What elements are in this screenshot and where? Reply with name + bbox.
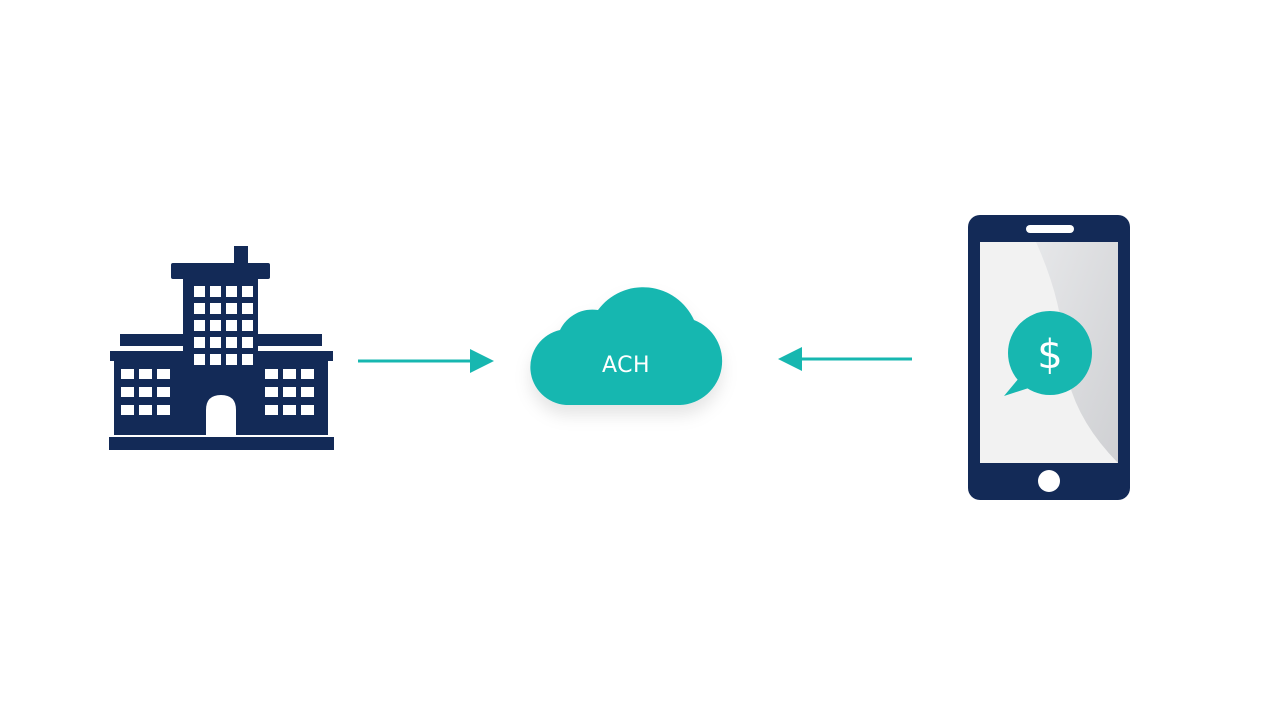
bank-window — [283, 387, 296, 397]
bank-window — [265, 369, 278, 379]
bank-window — [242, 286, 253, 297]
bank-window — [121, 387, 134, 397]
bank-window — [301, 369, 314, 379]
bank-window — [210, 303, 221, 314]
bank-window — [194, 354, 205, 365]
bank-window — [210, 320, 221, 331]
bank-window — [210, 337, 221, 348]
cloud-label: ACH — [602, 353, 650, 378]
bank-window — [283, 369, 296, 379]
bank-window — [194, 286, 205, 297]
bank-window — [301, 405, 314, 415]
bank-window — [157, 369, 170, 379]
bank-window — [210, 354, 221, 365]
bank-window — [283, 405, 296, 415]
bank-window — [194, 303, 205, 314]
bank-window — [226, 337, 237, 348]
bank-window — [226, 354, 237, 365]
bank-window — [157, 405, 170, 415]
bank-window — [265, 405, 278, 415]
bank-window — [194, 337, 205, 348]
phone-home-button — [1038, 470, 1060, 492]
bank-window — [139, 387, 152, 397]
bank-window — [265, 387, 278, 397]
bank-window — [139, 369, 152, 379]
cloud-icon — [530, 287, 723, 405]
bank-door — [206, 395, 236, 435]
bank-window — [139, 405, 152, 415]
bank-windows — [121, 286, 314, 415]
arrow-bank-to-network — [358, 349, 494, 373]
bank-window — [242, 337, 253, 348]
bank-window — [210, 286, 221, 297]
bank-window — [242, 320, 253, 331]
bank-window — [226, 286, 237, 297]
dollar-chat-bubble-icon — [1004, 311, 1092, 396]
bank-window — [242, 354, 253, 365]
bank-window — [121, 405, 134, 415]
bank-window — [157, 387, 170, 397]
phone-speaker — [1026, 225, 1074, 233]
bank-window — [226, 320, 237, 331]
bank-window — [121, 369, 134, 379]
bank-window — [301, 387, 314, 397]
bank-window — [226, 303, 237, 314]
bank-window — [242, 303, 253, 314]
dollar-symbol: $ — [1037, 332, 1062, 378]
arrow-phone-to-network — [778, 347, 912, 371]
bank-window — [194, 320, 205, 331]
